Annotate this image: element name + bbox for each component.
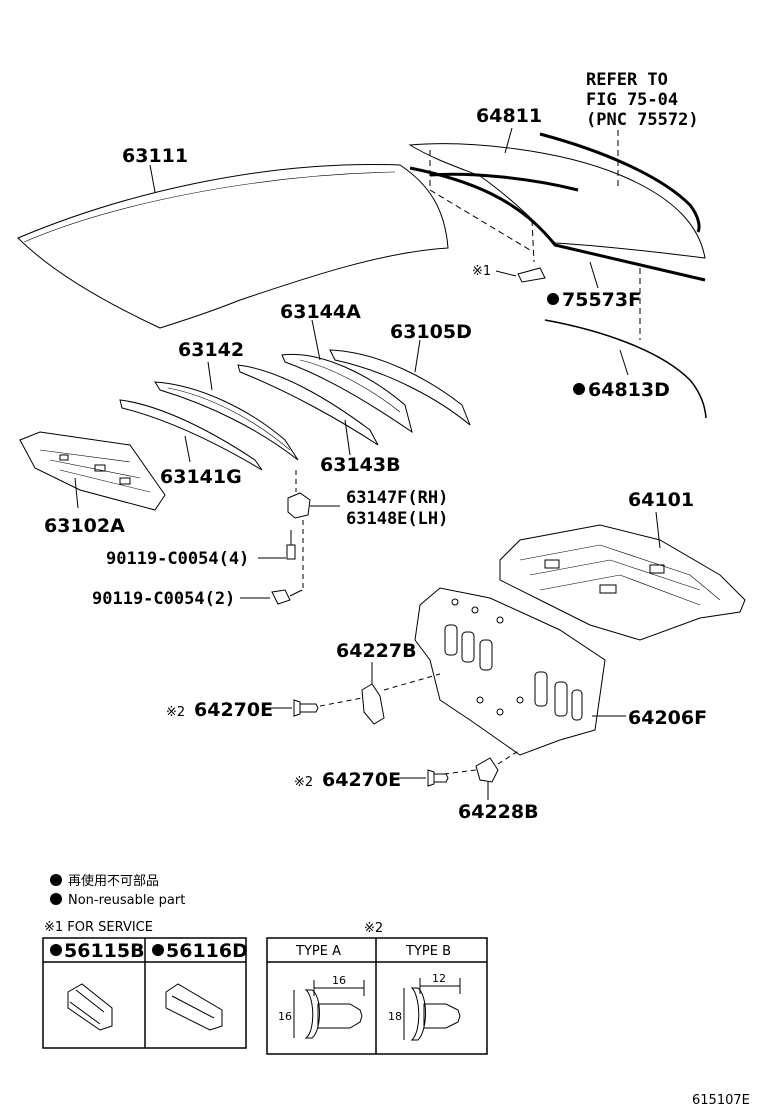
back-window-64811 (408, 127, 706, 282)
label-64270E-lower: 64270E (322, 769, 401, 791)
label-63148E: 63148E(LH) (346, 509, 448, 529)
label-64813D: 64813D (588, 379, 670, 401)
front-header-63102A (19, 431, 166, 511)
note2-mark-lower: ※2 (294, 775, 313, 790)
type-b-height: 18 (388, 1010, 402, 1023)
type-a-height: 16 (278, 1010, 292, 1023)
non-reusable-dot-75573F (547, 293, 559, 305)
legend-dot-en (50, 893, 62, 905)
bolt-90119-4 (258, 520, 304, 590)
label-63147F: 63147F(RH) (346, 488, 448, 508)
refer-line1: REFER TO (586, 70, 668, 90)
bracket-63147F (287, 470, 340, 519)
figure-id: 615107E (692, 1093, 750, 1108)
label-90119-4: 90119-C0054(4) (106, 549, 249, 569)
leader-dashed-refer (429, 130, 641, 340)
clip-type-b-drawing (403, 978, 461, 1041)
label-64206F: 64206F (628, 707, 707, 729)
service-part-56115B (67, 983, 113, 1031)
label-90119-2: 90119-C0054(2) (92, 589, 235, 609)
rear-panel-64206F (414, 587, 626, 756)
service-dot-1 (50, 944, 62, 956)
type-a-header: TYPE A (295, 944, 341, 959)
label-64228B: 64228B (458, 801, 539, 823)
note1-mark: ※1 (472, 264, 491, 279)
non-reusable-dot-64813D (573, 383, 585, 395)
clip-64270E-upper (266, 699, 319, 717)
package-tray-64101 (499, 511, 746, 641)
label-63102A: 63102A (44, 515, 125, 537)
label-63144A: 63144A (280, 301, 361, 323)
label-64270E-upper: 64270E (194, 699, 273, 721)
service-dot-2 (152, 944, 164, 956)
service-table (42, 937, 247, 1049)
service-part-56116D (165, 983, 223, 1031)
roof-panel-63111 (17, 164, 449, 329)
clip-type-table (266, 937, 488, 1055)
label-63143B: 63143B (320, 454, 401, 476)
type-a-width: 16 (332, 974, 346, 987)
label-63105D: 63105D (390, 321, 472, 343)
clip-64270E-lower (398, 769, 449, 787)
label-64811: 64811 (476, 105, 542, 127)
label-75573F: 75573F (562, 289, 641, 311)
note2-mark-upper: ※2 (166, 705, 185, 720)
legend-en: Non-reusable part (68, 893, 185, 908)
service-title: ※1 FOR SERVICE (44, 920, 153, 935)
refer-line2: FIG 75-04 (586, 90, 678, 110)
refer-line3: (PNC 75572) (586, 110, 699, 130)
service-clip-piece (517, 267, 546, 283)
label-64101: 64101 (628, 489, 694, 511)
service-col2: 56116D (166, 940, 248, 962)
bolt-90119-2 (240, 589, 303, 605)
label-64227B: 64227B (336, 640, 417, 662)
clip-type-a-drawing (293, 980, 365, 1039)
moulding-64813D (544, 319, 707, 419)
label-63111: 63111 (122, 145, 188, 167)
legend-dot-jp (50, 874, 62, 886)
bracket-64227B (319, 662, 441, 725)
clip-table-mark: ※2 (364, 921, 383, 936)
label-63141G: 63141G (160, 466, 242, 488)
legend-jp: 再使用不可部品 (68, 873, 159, 889)
refer-note: REFER TO FIG 75-04 (PNC 75572) (586, 70, 699, 130)
label-63142: 63142 (178, 339, 244, 361)
type-b-header: TYPE B (405, 944, 451, 959)
roof-bows (119, 319, 471, 471)
type-b-width: 12 (432, 972, 446, 985)
bracket-64228B (443, 749, 521, 800)
service-col1: 56115B (64, 940, 145, 962)
